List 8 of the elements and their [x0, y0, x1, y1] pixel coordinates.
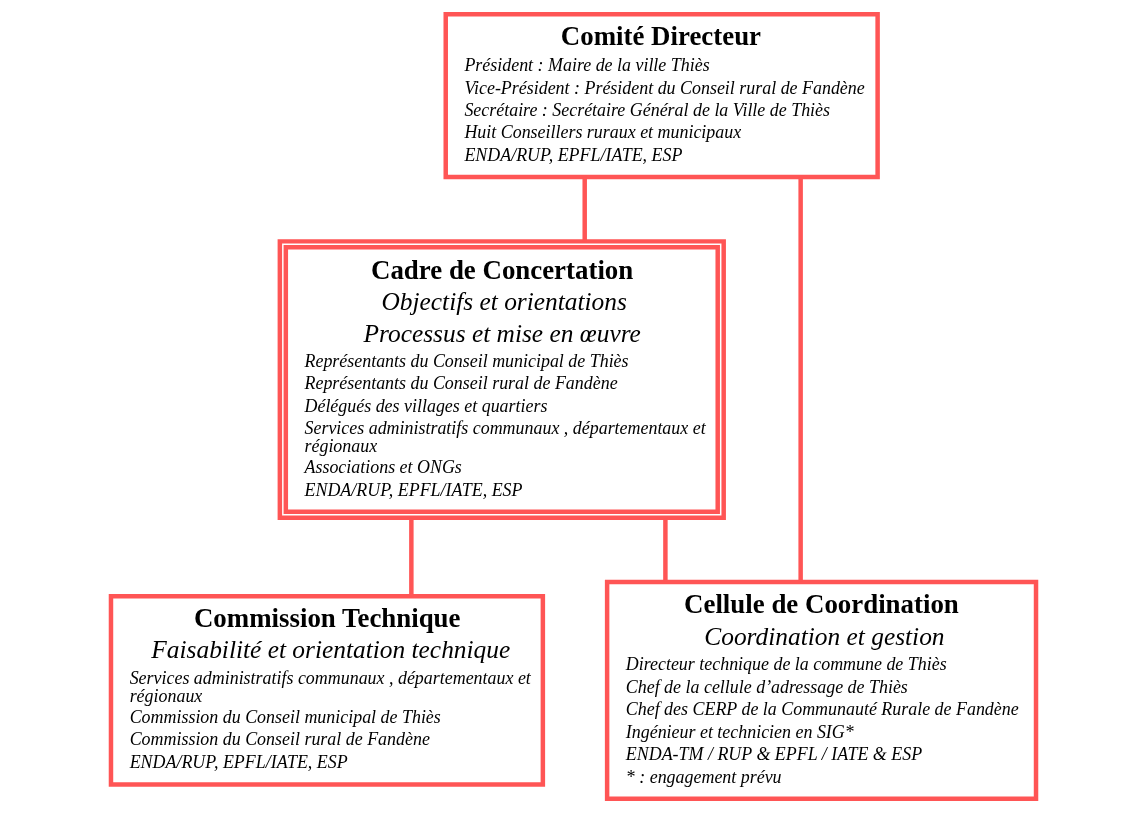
node-box: Comité Directeur Président : Maire de la ville Thiès Vice-Président : Président du Conseil rural de Fandène Secrétaire : Secrétaire Général de la Ville de Thiès Huit Conseillers ruraux et municipaux ENDA/RUP, EPFL/IATE, ESP — [443, 12, 880, 180]
node-box: Commission Technique Faisabilité et orientation technique Services administratifs communaux , départementaux et régionaux Commission du Conseil municipal de Thiès Commission du Conseil rural de Fandène ENDA/RUP, EPFL/IATE, ESP — [108, 594, 545, 787]
connector — [581, 177, 587, 242]
connector — [797, 177, 803, 582]
connector — [408, 518, 414, 597]
connector — [662, 518, 668, 582]
node-box: Cadre de Concertation Objectifs et orientations Processus et mise en œuvre Représentants du Conseil municipal de Thiès Représentants du Conseil rural de Fandène Délégués des villages et quartiers Services administratifs communaux , départementaux et régionaux Associations et ONGs ENDA/RUP, EPFL/IATE, ESP — [277, 239, 726, 521]
node-box: Cellule de Coordination Coordination et gestion Directeur technique de la commune de Thiès Chef de la cellule d’adressage de Thiès Chef des CERP de la Communauté Rurale de Fandène Ingénieur et technicien en SIG* ENDA-TM / RUP & EPFL / IATE & ESP * : engagement prévu — [604, 579, 1038, 801]
